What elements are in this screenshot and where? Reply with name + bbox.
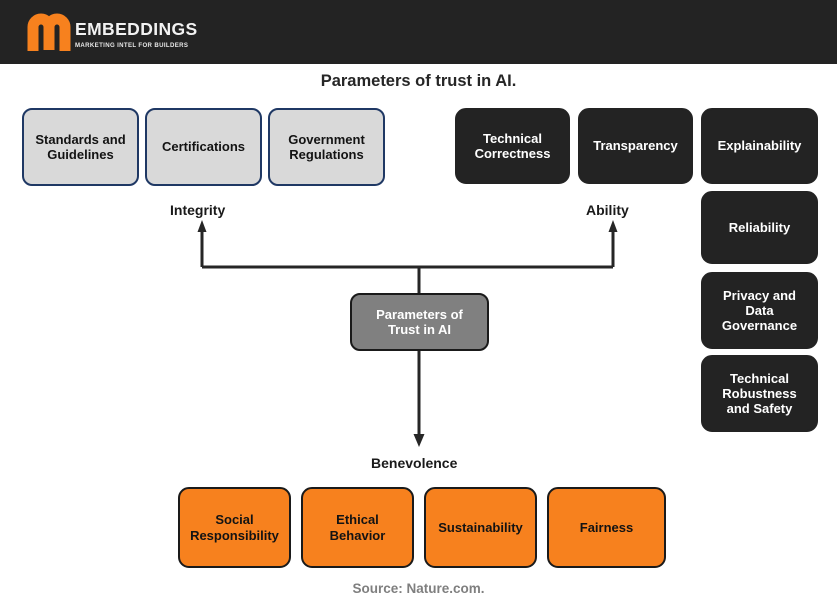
node-label-line1: Social xyxy=(215,512,254,528)
branch-label-benevolence: Benevolence xyxy=(371,455,458,471)
brand-text: EMBEDDINGS MARKETING INTEL FOR BUILDERS xyxy=(75,12,198,49)
node-label-line2: Guidelines xyxy=(47,147,114,162)
node-parameters-of-trust-in-ai[interactable]: Parameters of Trust in AI xyxy=(350,293,489,351)
node-label-line2: Behavior xyxy=(329,527,386,543)
node-label-line1: Standards and xyxy=(35,131,126,147)
branch-label-integrity: Integrity xyxy=(170,202,226,218)
node-label-line1: Ethical xyxy=(336,512,379,528)
site-header: EMBEDDINGS MARKETING INTEL FOR BUILDERS xyxy=(0,0,837,64)
node-label: Fairness xyxy=(579,519,634,535)
node-ethical-behavior[interactable]: Ethical Behavior xyxy=(301,487,414,568)
node-label: Explainability xyxy=(717,138,802,154)
node-label: Privacy and Data Governance xyxy=(722,288,797,334)
node-label: Social Responsibility xyxy=(190,512,279,543)
node-label-line1: Technical xyxy=(482,130,542,146)
node-label: Reliability xyxy=(728,219,791,235)
node-privacy-and-data-governance[interactable]: Privacy and Data Governance xyxy=(701,272,818,349)
node-label: Standards and Guidelines xyxy=(35,132,125,163)
node-technical-correctness[interactable]: Technical Correctness xyxy=(455,108,570,184)
page-title: Parameters of trust in AI. xyxy=(320,72,517,90)
node-label-line3: and Safety xyxy=(726,401,793,417)
node-label: Transparency xyxy=(593,138,678,154)
node-label-line2: Data xyxy=(745,302,774,318)
node-government-regulations[interactable]: Government Regulations xyxy=(268,108,385,186)
node-label-line1: Government xyxy=(288,131,365,147)
node-label: Government Regulations xyxy=(288,132,365,163)
node-transparency[interactable]: Transparency xyxy=(578,108,693,184)
node-explainability[interactable]: Explainability xyxy=(701,108,818,184)
node-certifications[interactable]: Certifications xyxy=(145,108,262,186)
node-label-line1: Privacy and xyxy=(723,287,796,303)
node-label-line1: Technical xyxy=(729,370,789,386)
m-monogram-icon xyxy=(27,13,71,51)
branch-label-ability: Ability xyxy=(586,202,629,218)
node-label-line2: Responsibility xyxy=(190,527,279,543)
node-technical-robustness-and-safety[interactable]: Technical Robustness and Safety xyxy=(701,355,818,432)
brand-wordmark: EMBEDDINGS xyxy=(75,19,198,39)
node-label-line2: Trust in AI xyxy=(387,322,452,337)
node-label: Parameters of Trust in AI xyxy=(376,307,463,338)
node-label: Sustainability xyxy=(438,519,523,535)
node-label: Certifications xyxy=(161,139,246,155)
node-standards-and-guidelines[interactable]: Standards and Guidelines xyxy=(22,108,139,186)
node-label: Ethical Behavior xyxy=(330,512,386,543)
node-label-line2: Regulations xyxy=(289,147,364,162)
node-label-line2: Correctness xyxy=(474,146,551,161)
node-label: Technical Correctness xyxy=(475,131,551,162)
brand-logo[interactable]: EMBEDDINGS MARKETING INTEL FOR BUILDERS xyxy=(26,12,198,52)
node-reliability[interactable]: Reliability xyxy=(701,191,818,264)
source-caption: Source: Nature.com. xyxy=(352,581,485,596)
node-label-line3: Governance xyxy=(721,318,798,334)
node-label-line1: Parameters of xyxy=(376,306,463,322)
brand-tagline: MARKETING INTEL FOR BUILDERS xyxy=(75,41,189,49)
node-label: Technical Robustness and Safety xyxy=(722,371,796,417)
node-social-responsibility[interactable]: Social Responsibility xyxy=(178,487,291,568)
node-sustainability[interactable]: Sustainability xyxy=(424,487,537,568)
node-label-line2: Robustness xyxy=(722,385,797,401)
node-fairness[interactable]: Fairness xyxy=(547,487,666,568)
